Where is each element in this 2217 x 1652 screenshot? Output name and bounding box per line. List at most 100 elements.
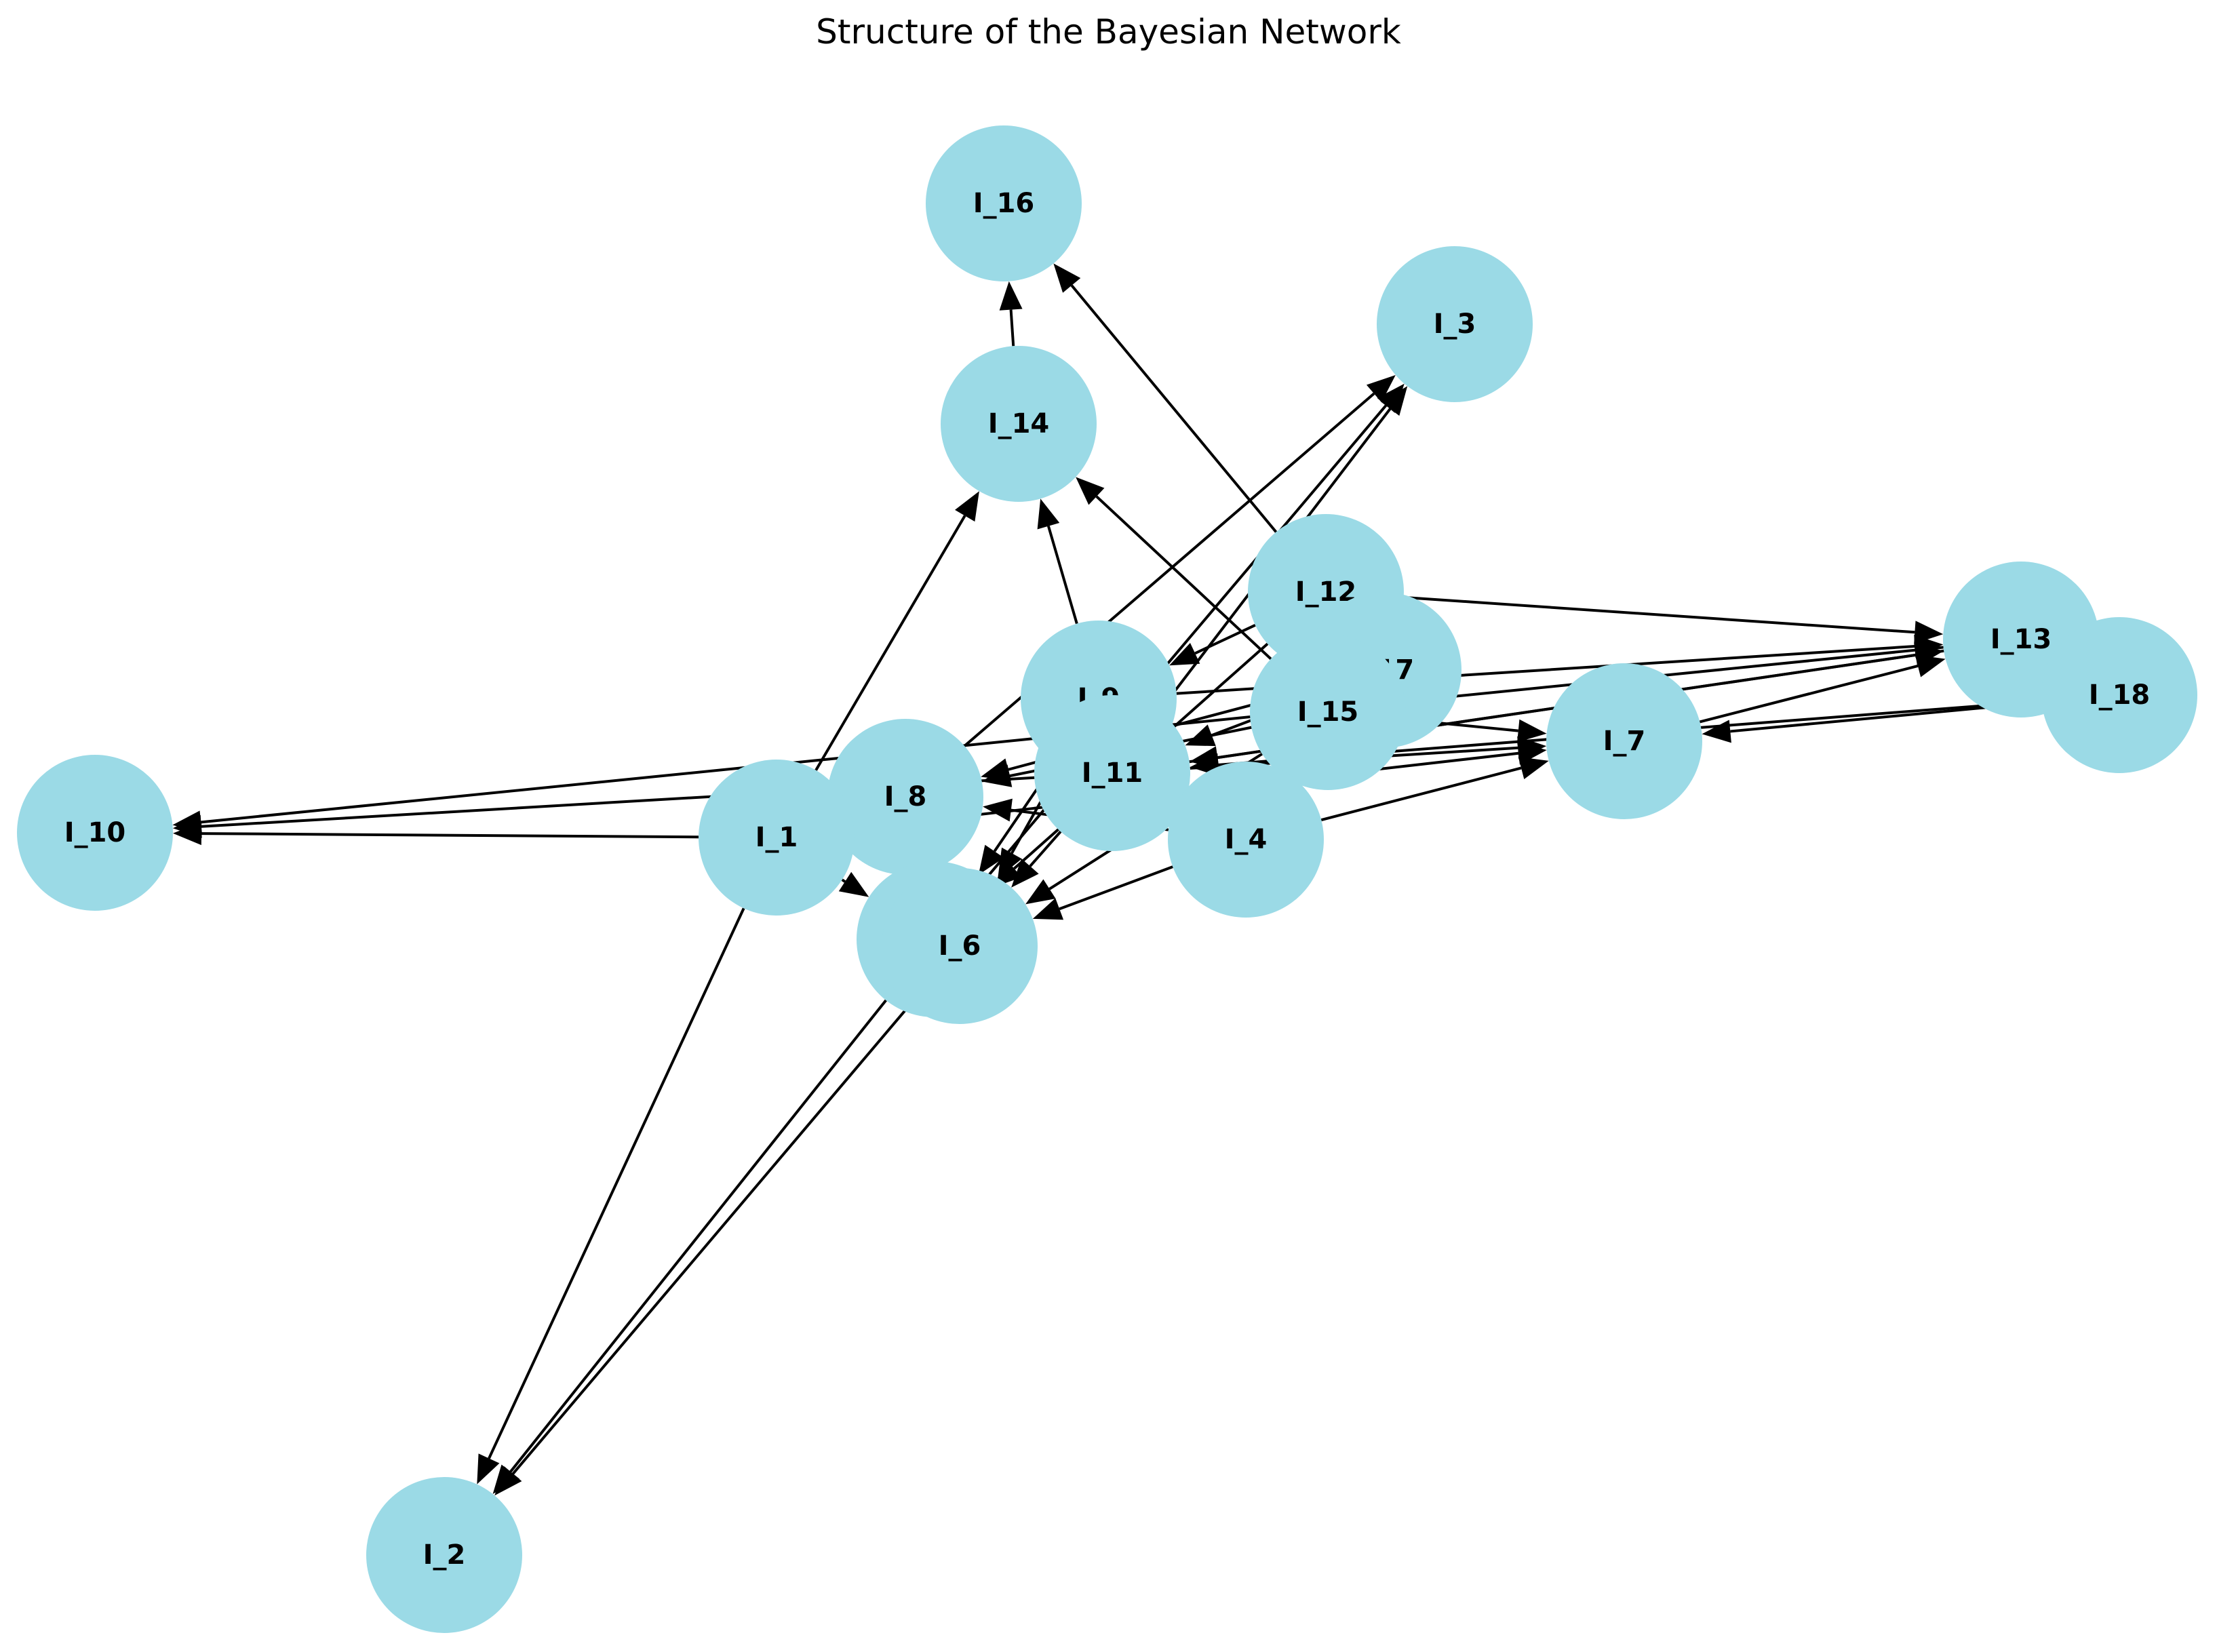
node-I_16: I_16	[926, 125, 1082, 281]
node-I_1: I_1	[699, 760, 855, 916]
arrow-head-icon	[1366, 375, 1396, 403]
edge-line	[1029, 830, 1062, 867]
node-circle	[1377, 246, 1533, 402]
node-label: I_4	[1225, 824, 1268, 855]
arrow-head-icon	[983, 798, 1013, 822]
node-circle	[1168, 762, 1324, 918]
edge-I_12-to-I_13	[1403, 595, 1944, 644]
node-I_10: I_10	[17, 755, 173, 911]
edge-I_14-to-I_16	[999, 281, 1023, 347]
edge-I_6-to-I_2	[494, 1004, 911, 1496]
arrow-head-icon	[1076, 477, 1105, 505]
node-label: I_1	[756, 822, 798, 853]
node-label: I_3	[1434, 309, 1476, 340]
node-I_4: I_4	[1168, 762, 1324, 918]
node-label: I_11	[1082, 758, 1143, 789]
edge-line	[1194, 623, 1256, 655]
node-label: I_13	[1990, 624, 2052, 655]
edge-I_4-to-I_6	[1032, 865, 1173, 920]
node-label: I_16	[973, 188, 1035, 219]
node-circle	[699, 760, 855, 916]
edge-I_9-to-I_14	[1037, 498, 1078, 625]
arrow-head-icon	[1377, 383, 1405, 413]
arrow-head-icon	[494, 1466, 522, 1496]
arrow-head-icon	[1169, 642, 1200, 666]
node-label: I_6	[939, 930, 981, 962]
node-circle	[941, 346, 1097, 502]
edge-I_1-to-I_5	[838, 871, 869, 897]
node-I_2: I_2	[366, 1477, 522, 1633]
node-label: I_7	[1603, 726, 1646, 757]
edge-line	[1403, 595, 1915, 634]
arrow-head-icon	[1517, 741, 1547, 765]
node-circle	[17, 755, 173, 911]
edge-line	[1046, 526, 1078, 625]
arrow-head-icon	[1032, 898, 1064, 920]
arrow-head-icon	[955, 491, 979, 522]
arrow-head-icon	[998, 847, 1022, 878]
edge-line	[201, 832, 699, 839]
arrow-head-icon	[477, 1453, 500, 1484]
node-label: I_2	[423, 1539, 466, 1571]
arrow-head-icon	[1185, 724, 1216, 747]
edge-I_5-to-I_2	[492, 999, 887, 1495]
edge-line	[1070, 284, 1278, 533]
node-I_8: I_8	[827, 719, 983, 875]
node-circle	[2041, 617, 2197, 773]
nodes-layer: I_16I_3I_14I_12I_17I_13I_18I_9I_15I_7I_1…	[17, 125, 2197, 1633]
edges-layer	[172, 263, 2042, 1496]
diagram-title: Structure of the Bayesian Network	[816, 12, 1401, 52]
node-circle	[1034, 695, 1190, 851]
node-I_6: I_6	[882, 868, 1038, 1024]
node-circle	[366, 1477, 522, 1633]
edge-line	[841, 878, 846, 883]
node-label: I_10	[64, 817, 126, 848]
arrow-head-icon	[981, 764, 1013, 787]
arrow-head-icon	[1189, 746, 1219, 769]
node-label: I_14	[988, 408, 1050, 439]
arrow-head-icon	[838, 871, 869, 897]
arrow-head-icon	[1518, 757, 1549, 779]
node-I_18: I_18	[2041, 617, 2197, 773]
edge-line	[1699, 665, 1919, 724]
arrow-head-icon	[1011, 859, 1039, 888]
node-I_15: I_15	[1250, 634, 1406, 790]
arrow-head-icon	[1702, 720, 1731, 743]
node-label: I_15	[1297, 696, 1359, 728]
edge-I_1-to-I_14	[815, 491, 979, 771]
arrow-head-icon	[978, 844, 1004, 875]
node-circle	[882, 868, 1038, 1024]
edge-I_1-to-I_10	[172, 822, 699, 846]
edge-I_7-to-I_13	[1699, 654, 1946, 724]
node-circle	[1546, 663, 1702, 819]
arrow-head-icon	[172, 822, 202, 846]
arrow-head-icon	[1915, 654, 1946, 677]
edge-line	[509, 999, 887, 1473]
node-I_3: I_3	[1377, 246, 1533, 402]
node-I_11: I_11	[1034, 695, 1190, 851]
node-circle	[827, 719, 983, 875]
node-label: I_8	[884, 781, 927, 812]
edge-line	[815, 515, 966, 771]
edge-I_12-to-I_16	[1053, 263, 1278, 533]
node-I_14: I_14	[941, 346, 1097, 502]
arrow-head-icon	[1053, 263, 1081, 293]
arrow-head-icon	[1037, 498, 1060, 530]
node-circle	[1250, 634, 1406, 790]
edge-I_12-to-I_9	[1169, 623, 1256, 666]
edge-I_4-to-I_7	[1320, 757, 1549, 822]
edge-I_11-to-I_6	[1011, 830, 1062, 888]
edge-line	[1320, 766, 1522, 822]
node-circle	[926, 125, 1082, 281]
edge-line	[511, 1004, 911, 1475]
node-I_7: I_7	[1546, 663, 1702, 819]
arrow-head-icon	[999, 281, 1023, 311]
arrow-head-icon	[1025, 879, 1056, 905]
edge-line	[488, 907, 745, 1459]
node-label: I_18	[2089, 680, 2151, 711]
arrow-head-icon	[1517, 719, 1547, 743]
edge-line	[1009, 309, 1015, 347]
edge-I_1-to-I_2	[477, 907, 745, 1484]
